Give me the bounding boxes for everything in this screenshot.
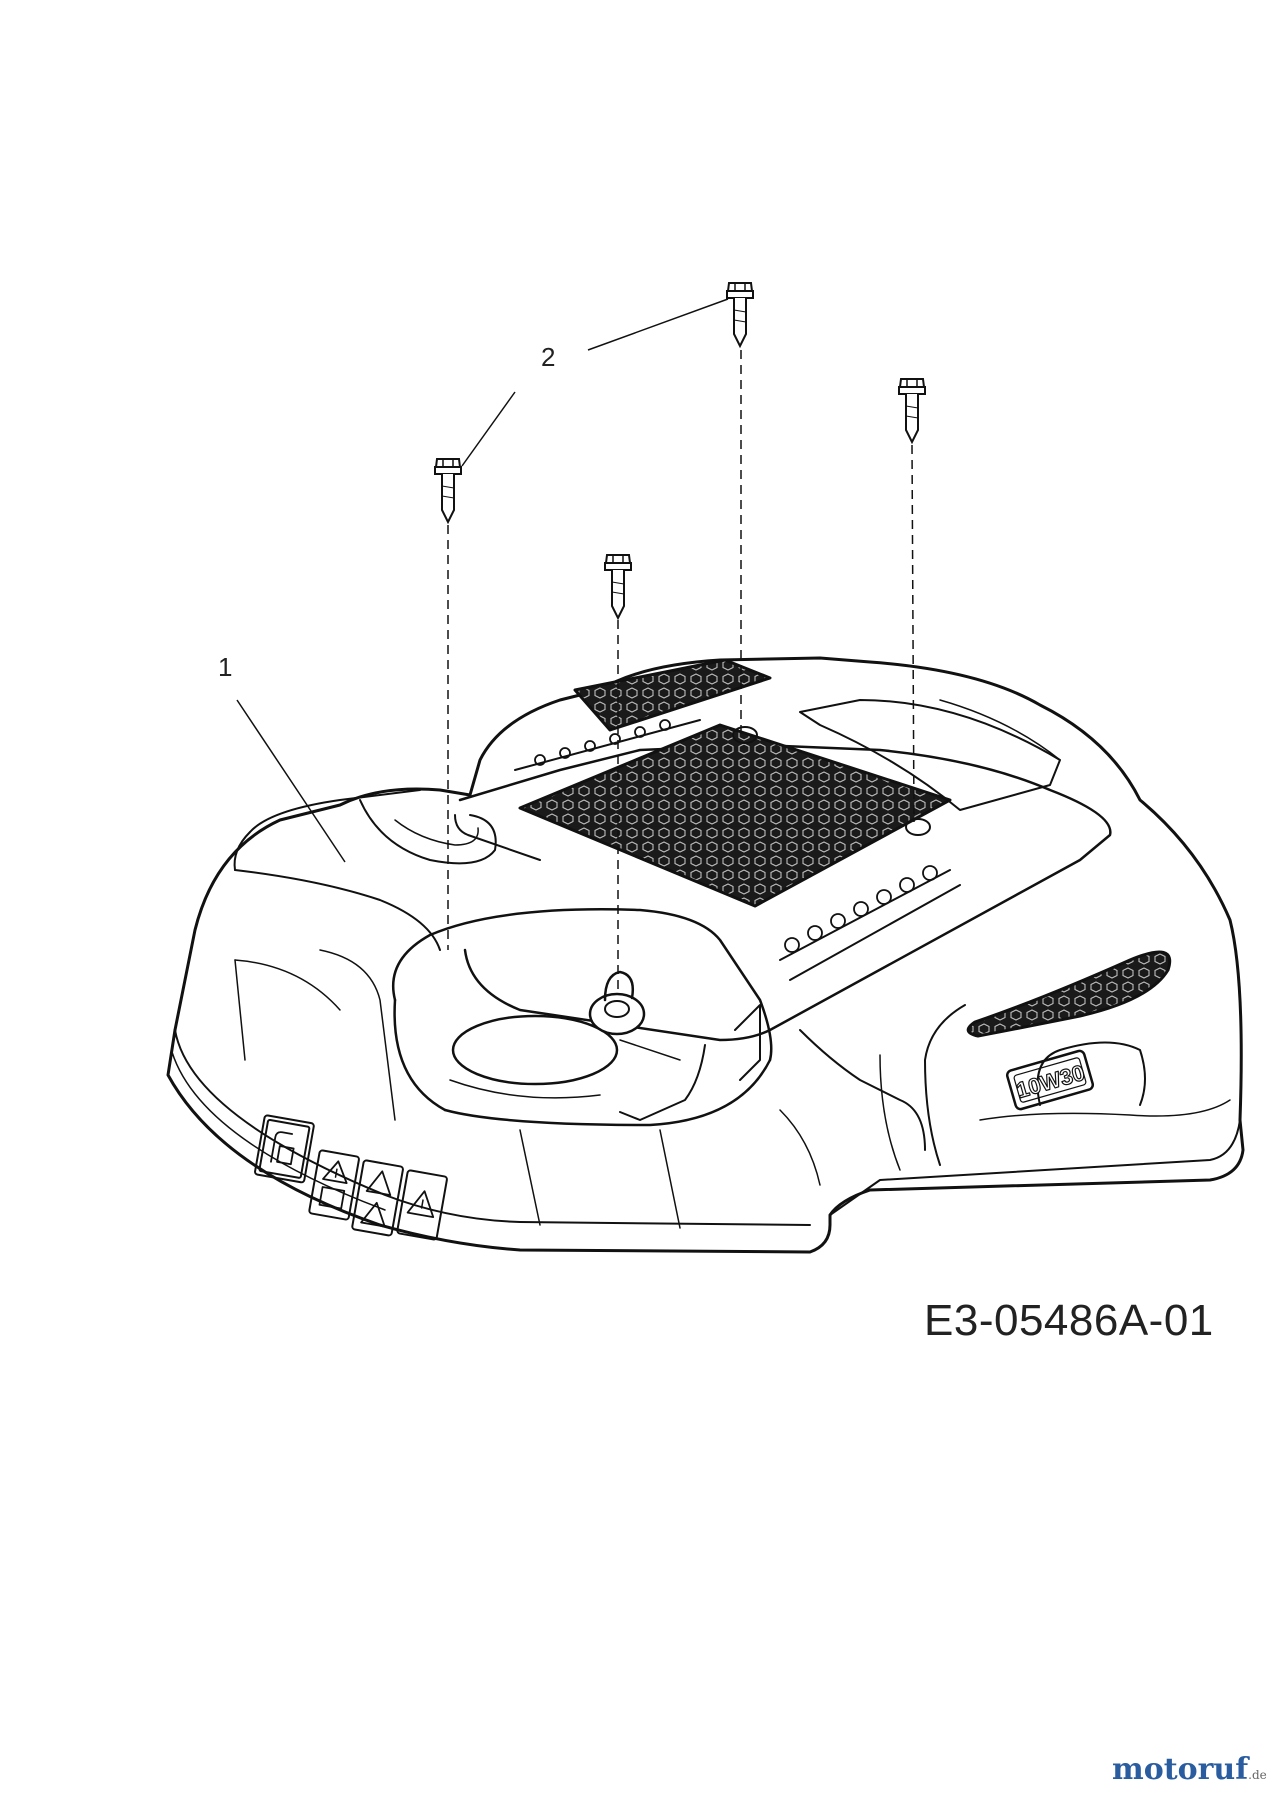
screw-2 [726,282,754,347]
main-mesh-panel [518,723,952,908]
assembly-lines [447,350,915,990]
callout-screws: 2 [541,342,555,372]
mesh-panel-right [966,950,1172,1038]
leader-lines [236,298,729,863]
mesh-panel-rear [573,658,772,732]
watermark-tld: .de [1248,1768,1267,1782]
screw-4 [604,554,632,619]
diagram-code: E3-05486A-01 [924,1296,1214,1345]
watermark-logo: motoruf.de [1112,1752,1267,1787]
screw-1 [434,458,462,523]
engine-cover: 10W30 [166,656,1245,1254]
dipstick-cap-icon [588,970,681,1061]
watermark-name: motoruf [1112,1752,1249,1787]
callout-cover: 1 [218,652,232,682]
oil-label-plate: 10W30 [1005,1049,1095,1111]
screw-3 [898,378,926,443]
safety-labels [254,1114,448,1241]
